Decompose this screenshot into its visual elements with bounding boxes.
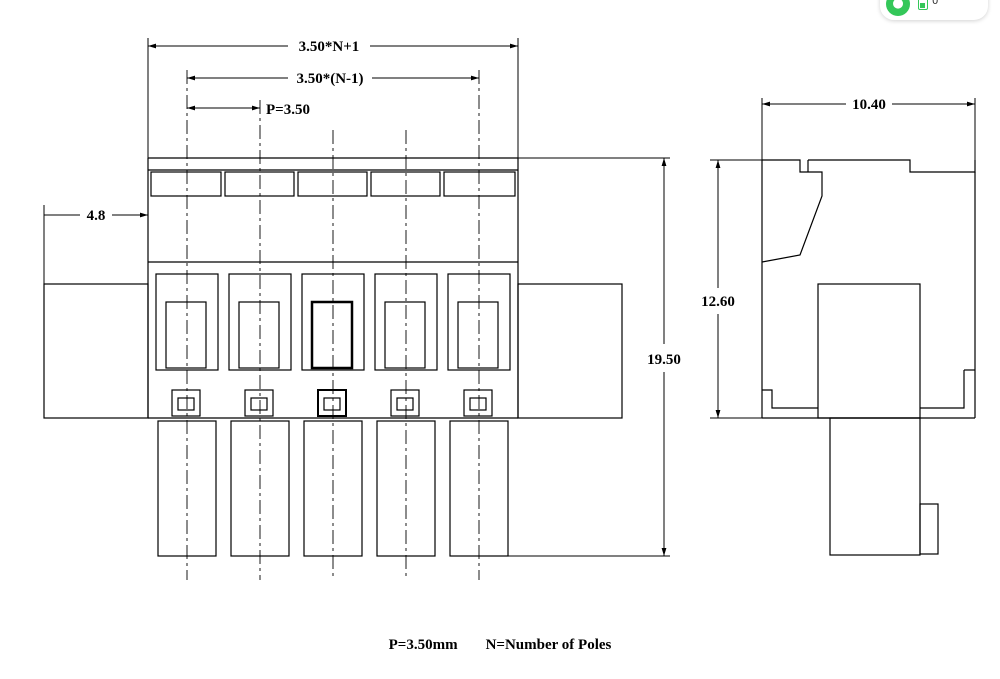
side-tab [919,503,939,555]
side-height-label: 12.60 [701,294,735,310]
left-flange [43,283,149,419]
overall-width-label: 3.50*N+1 [299,39,360,55]
poles-note: N=Number of Poles [485,637,612,653]
dimension-lines [43,38,976,557]
front-view [43,70,623,580]
side-offset-label: 4.8 [87,208,106,224]
status-badge: ● 0 [880,0,988,20]
total-height-label: 19.50 [647,352,681,368]
pitch-span-label: 3.50*(N-1) [296,71,363,87]
side-body [817,283,921,419]
drawing-caption: P=3.50mm N=Number of Poles [0,637,1000,654]
dimension-labels: 3.50*N+1 3.50*(N-1) P=3.50 4.8 10.40 12.… [87,39,886,368]
latches [171,389,493,417]
side-pin [829,417,921,556]
top-slots [150,171,516,197]
pitch-label: P=3.50 [266,102,310,118]
right-flange [517,283,623,419]
battery-icon [918,0,928,10]
wifi-icon: ● [886,0,910,16]
centerlines [186,70,480,580]
pitch-note: P=3.50mm [388,637,458,653]
side-width-label: 10.40 [852,97,886,113]
side-view [761,159,976,556]
battery-value: 0 [932,0,939,7]
